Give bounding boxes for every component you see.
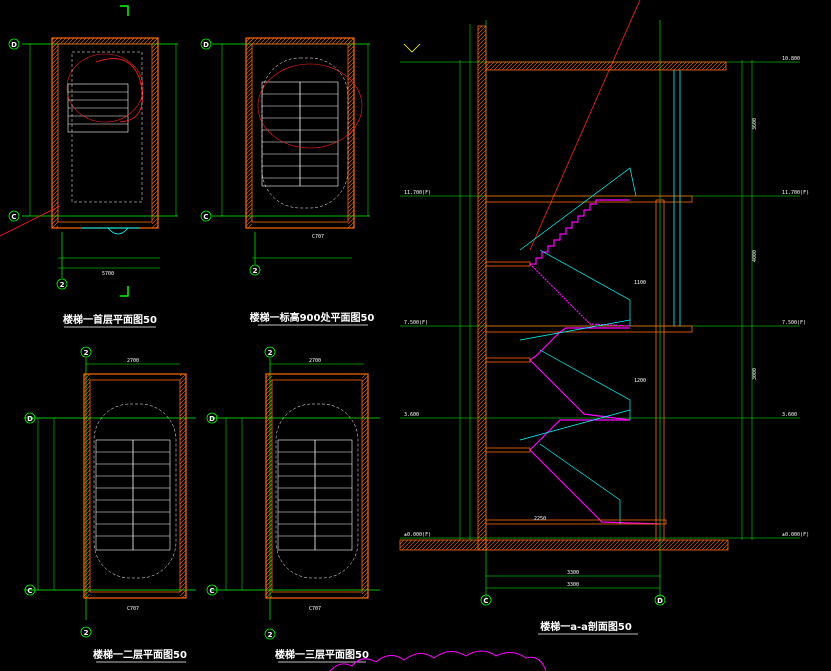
title-plan-ground: 楼梯一首层平面图50 xyxy=(63,313,157,326)
level-2: 7.500(F) xyxy=(782,320,806,326)
level-3: 11.700(F) xyxy=(782,190,809,196)
level-2-left: 7.500(F) xyxy=(404,320,428,326)
axis-c-bubble-1: C xyxy=(11,213,16,221)
axis-c-bubble-2: C xyxy=(203,213,208,221)
dim-c707-second: C707 xyxy=(127,606,139,612)
level-3-left: 11.700(F) xyxy=(404,190,431,196)
axis-d-bubble-2: D xyxy=(203,41,209,49)
dim-sec2: 1200 xyxy=(634,378,646,384)
axis-d-bubble-4: D xyxy=(209,415,215,423)
axis-2-bubble-4bot: 2 xyxy=(268,631,273,639)
axis-c-bubble-3: C xyxy=(27,587,32,595)
dim-h1: 4000 xyxy=(752,250,758,262)
axis-2-bubble-4top: 2 xyxy=(268,349,273,357)
level-0: ±0.000(F) xyxy=(782,532,809,538)
axis-d-bubble-1: D xyxy=(11,41,17,49)
axis-2-bubble-3top: 2 xyxy=(84,349,89,357)
dim-sec1: 1100 xyxy=(634,280,646,286)
title-plan-second: 楼梯一二层平面图50 xyxy=(93,648,187,661)
level-1-left: 3.600 xyxy=(404,412,419,418)
dim-bay-ground: 5700 xyxy=(102,271,114,277)
axis-c-bubble-section: C xyxy=(483,597,488,605)
axis-2-bubble-1: 2 xyxy=(60,281,65,289)
dim-c707-mid: C707 xyxy=(312,234,324,240)
axis-2-bubble-3bot: 2 xyxy=(84,629,89,637)
axis-2-bubble-2: 2 xyxy=(253,267,258,275)
plan-ground-floor xyxy=(0,5,178,297)
dim-c707-third: C707 xyxy=(309,606,321,612)
level-roof: 10.800 xyxy=(782,56,800,62)
axis-c-bubble-4: C xyxy=(209,587,214,595)
dim-section-w2: 3300 xyxy=(567,582,579,588)
section-a-a xyxy=(399,0,800,606)
plan-third-floor xyxy=(206,346,380,640)
level-0-left: ±0.000(F) xyxy=(404,532,431,538)
dim-stair-run: 2250 xyxy=(534,516,546,522)
plan-mid-level xyxy=(200,37,370,276)
dim-span-third: 2700 xyxy=(309,358,321,364)
axis-d-bubble-section: D xyxy=(657,597,663,605)
revision-cloud xyxy=(329,650,547,671)
level-1: 3.600 xyxy=(782,412,797,418)
dim-h3: 3600 xyxy=(752,118,758,130)
dim-h2: 3000 xyxy=(752,368,758,380)
title-plan-third: 楼梯一三层平面图50 xyxy=(275,648,369,661)
axis-d-bubble-3: D xyxy=(27,415,33,423)
dim-span-second: 2700 xyxy=(127,358,139,364)
title-section: 楼梯一a-a剖面图50 xyxy=(540,620,632,633)
dim-section-w1: 3300 xyxy=(567,570,579,576)
title-plan-mid: 楼梯一标高900处平面图50 xyxy=(250,311,375,324)
plan-second-floor xyxy=(24,346,196,638)
